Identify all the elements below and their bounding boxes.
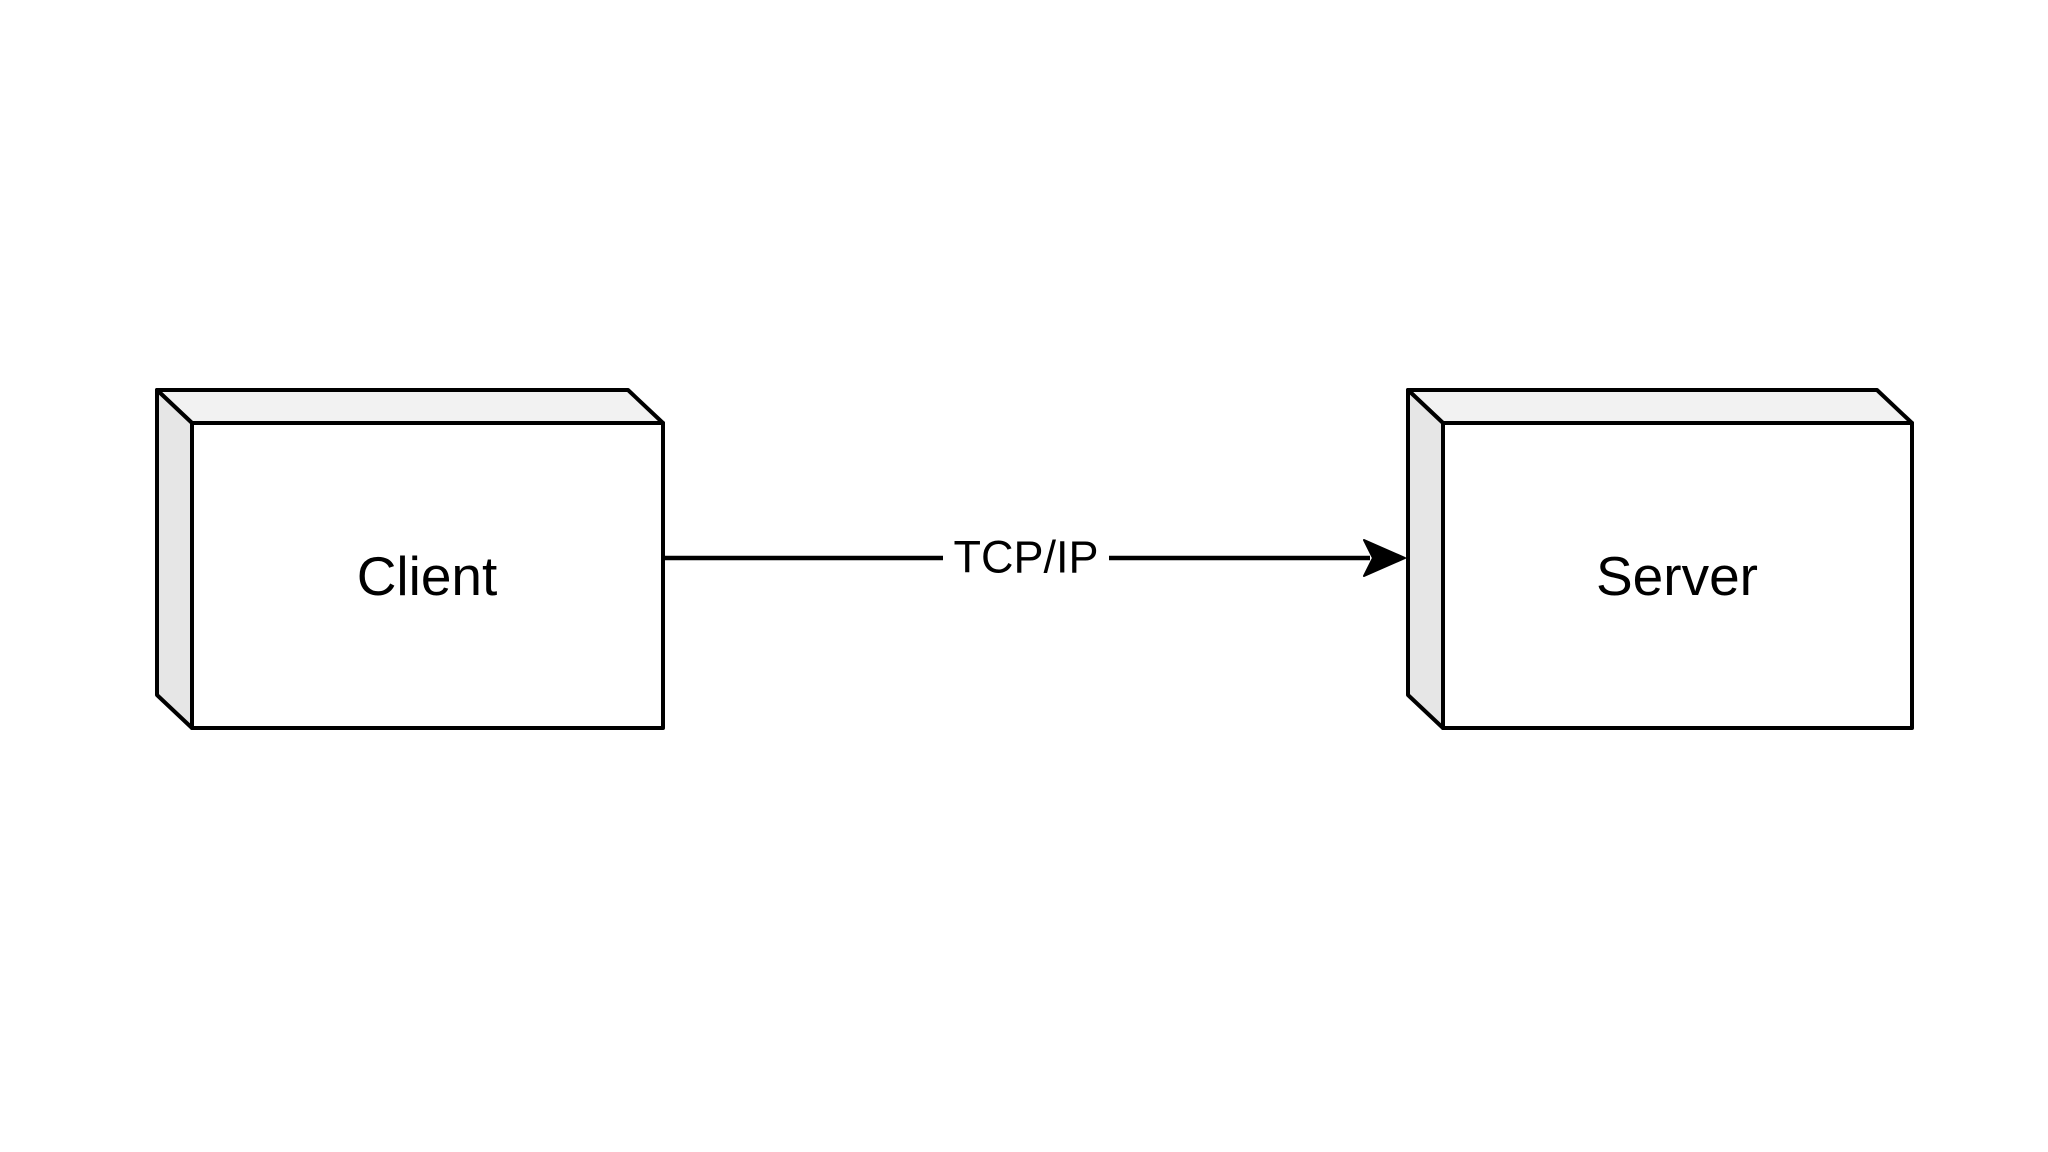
client-node-front-face	[190, 421, 665, 730]
connector-label: TCP/IP	[953, 532, 1098, 583]
server-node: Server	[1406, 388, 1914, 730]
client-node-side-face	[155, 388, 194, 730]
client-node-top-face	[155, 388, 665, 425]
server-node-top-face	[1406, 388, 1914, 425]
client-node: Client	[155, 388, 665, 730]
server-node-front-face	[1441, 421, 1914, 730]
server-node-label: Server	[1596, 545, 1758, 607]
connector-label-background	[943, 531, 1109, 585]
tcpip-connector: TCP/IP	[663, 531, 1406, 585]
connector-arrowhead-icon	[1363, 539, 1406, 577]
server-node-side-face	[1406, 388, 1445, 730]
client-node-label: Client	[357, 545, 498, 607]
